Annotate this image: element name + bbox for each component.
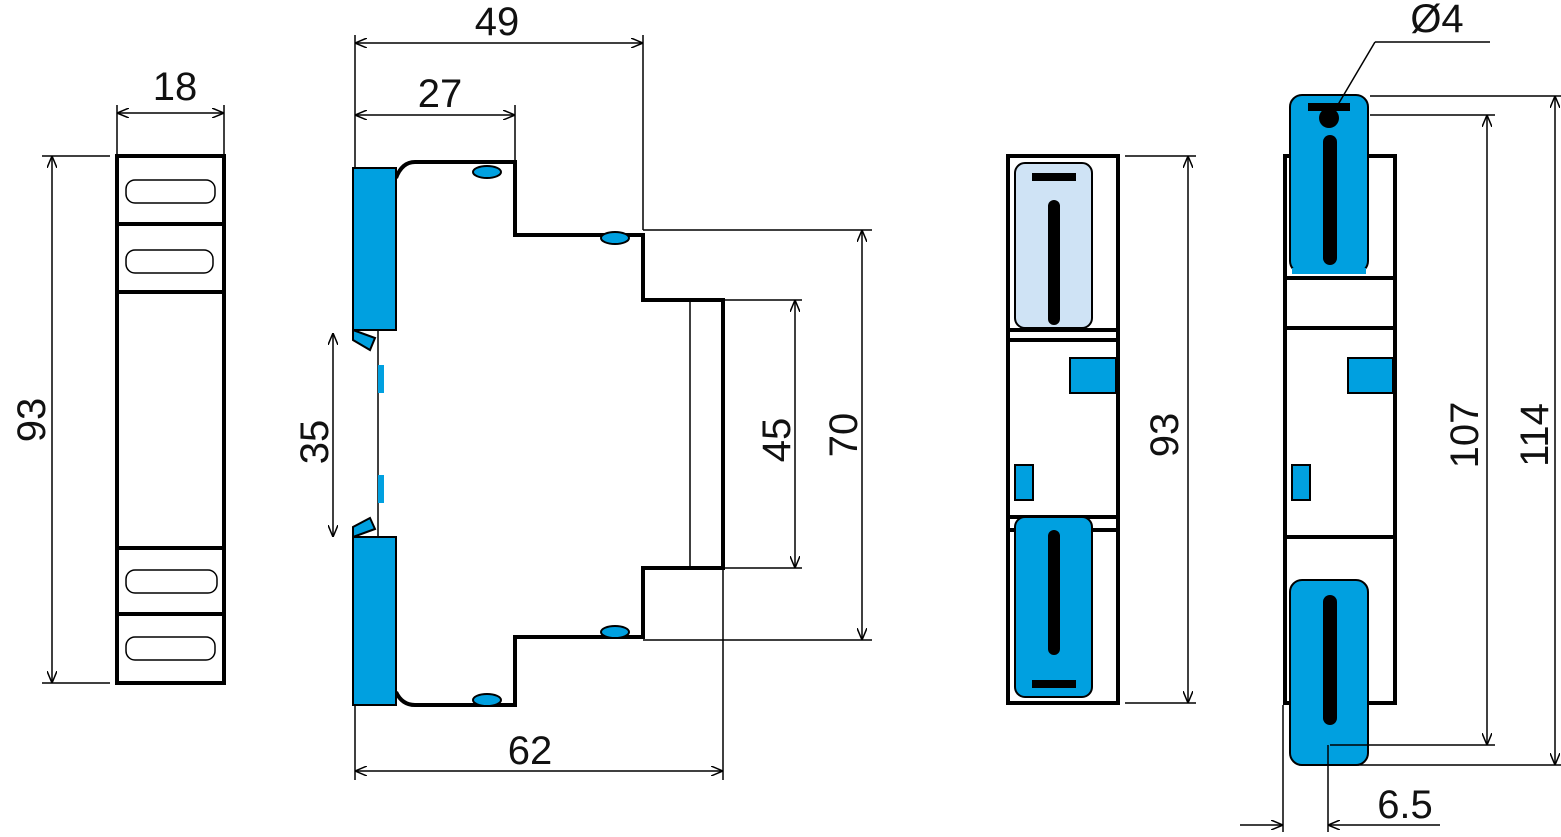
dim-total-height: 114 — [1513, 403, 1557, 467]
dim-front-height: 93 — [10, 398, 54, 443]
side-view: 49 27 62 35 45 70 — [293, 0, 872, 780]
dim-depth-total: 62 — [508, 729, 553, 773]
front-slot — [125, 179, 216, 204]
dim-rail-height: 45 — [755, 418, 799, 463]
dim-hole-diameter: Ø4 — [1410, 0, 1463, 41]
dim-depth-top: 49 — [475, 0, 520, 44]
terminal-screw — [472, 165, 502, 179]
dim-rail-gap: 35 — [293, 420, 337, 465]
terminal-screw — [600, 231, 630, 245]
din-clip-top — [352, 167, 397, 331]
dim-hole-spacing: 107 — [1443, 402, 1487, 469]
rear-view-open: Ø4 107 114 6.5 — [1240, 0, 1561, 832]
dim-body-height: 70 — [822, 413, 866, 458]
dim-front-width: 18 — [153, 65, 198, 109]
dim-offset: 6.5 — [1377, 783, 1433, 827]
dim-rear-height: 93 — [1143, 413, 1187, 458]
front-slot — [125, 249, 214, 274]
dim-depth-mid: 27 — [418, 72, 463, 116]
rear-view-closed: 93 — [1006, 154, 1196, 705]
terminal-screw — [472, 693, 502, 707]
terminal-screw — [600, 625, 630, 639]
front-slot — [125, 636, 216, 661]
din-clip-bottom — [352, 536, 397, 706]
front-view: 18 93 — [10, 65, 226, 685]
front-slot — [125, 569, 218, 594]
